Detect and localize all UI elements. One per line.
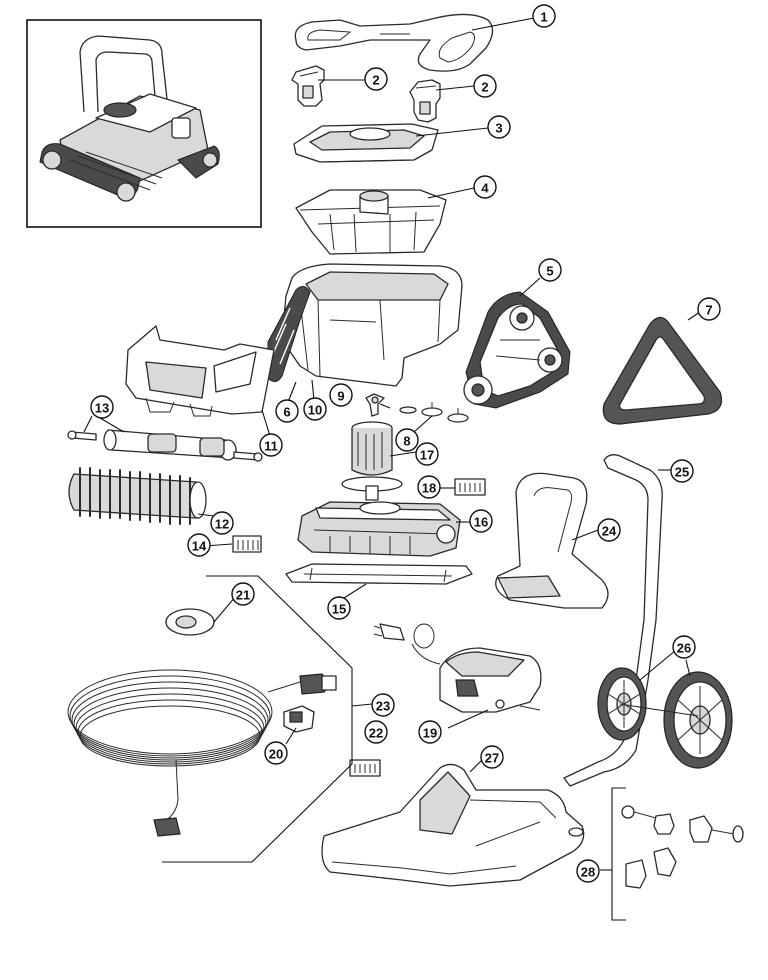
svg-text:21: 21 — [236, 588, 250, 603]
swivel-part — [283, 705, 315, 733]
callout-21: 21 — [231, 582, 255, 606]
svg-text:20: 20 — [269, 747, 283, 762]
callout-4: 4 — [473, 175, 497, 199]
screw-kit-14 — [232, 535, 262, 553]
brush-part — [68, 467, 207, 525]
callout-15: 15 — [327, 596, 351, 620]
svg-text:2: 2 — [372, 73, 379, 88]
callout-23: 23 — [371, 693, 395, 717]
svg-text:14: 14 — [192, 539, 207, 554]
svg-text:7: 7 — [705, 303, 712, 318]
callout-2-right: 2 — [473, 74, 497, 98]
callout-16: 16 — [469, 509, 493, 533]
callout-10: 10 — [303, 397, 327, 421]
callout-14: 14 — [187, 533, 211, 557]
power-supply-part — [373, 623, 542, 713]
svg-text:24: 24 — [602, 524, 617, 539]
callout-19: 19 — [418, 720, 442, 744]
callout-3: 3 — [487, 115, 511, 139]
caddy-handle-part — [495, 472, 609, 609]
svg-text:15: 15 — [332, 602, 346, 617]
svg-text:23: 23 — [376, 699, 390, 714]
caddy-wheel-right — [663, 671, 733, 769]
callout-18: 18 — [417, 475, 441, 499]
caddy-base-part — [321, 763, 585, 887]
cable-group-bracket — [162, 575, 353, 863]
wheel-clip-c — [625, 859, 647, 889]
screw-kit-22 — [349, 759, 381, 777]
pump-motor-unit — [297, 501, 461, 557]
svg-text:28: 28 — [581, 865, 595, 880]
svg-text:4: 4 — [481, 181, 489, 196]
wheel-clip-a — [653, 813, 675, 835]
svg-text:22: 22 — [369, 726, 383, 741]
svg-text:16: 16 — [474, 515, 488, 530]
pump-motor-core — [341, 421, 403, 501]
callout-27: 27 — [480, 745, 504, 769]
small-fasteners-8 — [399, 402, 469, 423]
svg-text:17: 17 — [420, 448, 434, 463]
wheel-clip-pin-left — [621, 805, 657, 819]
svg-text:19: 19 — [423, 726, 437, 741]
svg-text:13: 13 — [95, 401, 109, 416]
callout-25: 25 — [670, 459, 694, 483]
callout-12: 12 — [210, 511, 234, 535]
impeller-part — [365, 393, 385, 417]
callout-2-left: 2 — [364, 67, 388, 91]
callout-9: 9 — [329, 383, 353, 407]
svg-text:25: 25 — [675, 465, 689, 480]
svg-text:26: 26 — [677, 641, 691, 656]
svg-text:2: 2 — [481, 80, 488, 95]
svg-text:9: 9 — [337, 389, 344, 404]
filter-lid-part — [293, 123, 439, 163]
handle-part — [294, 13, 494, 72]
svg-text:3: 3 — [495, 121, 502, 136]
callout-5: 5 — [538, 258, 562, 282]
handle-latch-right — [409, 79, 441, 123]
swivel-cap-part — [165, 608, 215, 636]
svg-text:1: 1 — [540, 10, 547, 25]
robot-body-part — [267, 263, 463, 387]
assembled-robot-inset — [26, 19, 262, 228]
callout-22: 22 — [364, 720, 388, 744]
wheel-clip-pin-right — [711, 825, 744, 843]
svg-text:10: 10 — [308, 403, 322, 418]
screw-kit-18 — [454, 478, 486, 496]
svg-text:27: 27 — [485, 751, 499, 766]
svg-text:12: 12 — [215, 517, 229, 532]
svg-text:11: 11 — [264, 439, 278, 454]
svg-text:5: 5 — [546, 264, 553, 279]
floating-cable-part — [67, 669, 337, 837]
callout-17: 17 — [415, 442, 439, 466]
brush-bristles — [79, 467, 191, 525]
callout-8: 8 — [395, 428, 419, 452]
callout-20: 20 — [264, 741, 288, 765]
wheel-clips-group — [611, 787, 744, 921]
base-plate-part — [285, 563, 473, 585]
side-panel-part — [463, 291, 571, 409]
front-panel-part — [125, 325, 275, 417]
handle-latch-left — [291, 65, 325, 107]
callout-7: 7 — [697, 297, 721, 321]
svg-text:6: 6 — [283, 405, 290, 420]
wheel-clip-d — [653, 847, 677, 877]
callout-13: 13 — [90, 395, 114, 419]
callout-24: 24 — [597, 518, 621, 542]
wheel-axle — [619, 703, 699, 717]
callout-28: 28 — [576, 859, 600, 883]
svg-text:18: 18 — [422, 481, 436, 496]
callout-6: 6 — [275, 399, 299, 423]
filter-basket-part — [295, 189, 447, 255]
callout-11: 11 — [259, 433, 283, 457]
callout-1: 1 — [532, 4, 556, 28]
wheel-clip-b — [689, 815, 713, 843]
drive-belt-part — [602, 316, 723, 425]
roller-axle-assembly — [67, 429, 263, 462]
svg-text:8: 8 — [403, 434, 410, 449]
callout-26: 26 — [672, 635, 696, 659]
